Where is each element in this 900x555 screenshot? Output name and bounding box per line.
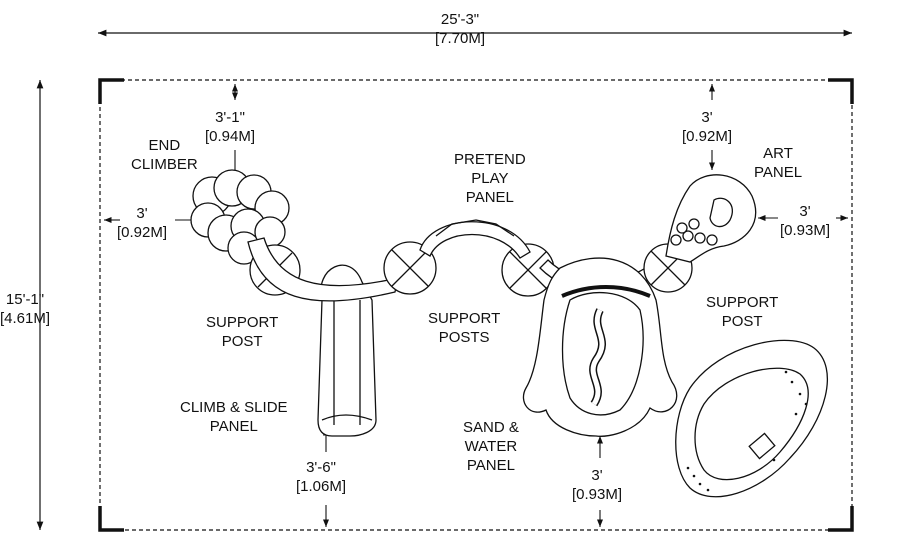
art-panel-right-clearance-label: 3' [0.93M] xyxy=(780,203,831,239)
climb-slide-component xyxy=(317,264,377,437)
pretend-play-panel xyxy=(419,221,531,259)
art-panel-label: ART PANEL xyxy=(754,145,803,181)
end-climber-component xyxy=(190,169,290,265)
support-posts-middle-label: SUPPORT POSTS xyxy=(428,310,501,346)
sand-table-component xyxy=(675,339,828,498)
sand-panel-bottom-clearance-label: 3' [0.93M] xyxy=(572,467,623,503)
overall-depth-label: 15'-1" [4.61M] xyxy=(0,291,51,327)
slide-bottom-clearance-label: 3'-6" [1.06M] xyxy=(296,459,347,495)
climb-slide-panel-label: CLIMB & SLIDE PANEL xyxy=(180,399,288,435)
art-panel-component xyxy=(665,174,757,263)
sand-water-panel-component xyxy=(522,257,678,437)
art-panel-top-clearance-label: 3' [0.92M] xyxy=(682,109,733,145)
overall-width-label: 25'-3" [7.70M] xyxy=(435,11,486,47)
end-climber-top-clearance-label: 3'-1" [0.94M] xyxy=(205,109,256,145)
support-post-left-label: SUPPORT POST xyxy=(206,314,279,350)
pretend-play-panel-label: PRETEND PLAY PANEL xyxy=(454,151,526,206)
end-climber-left-clearance-label: 3' [0.92M] xyxy=(117,205,168,241)
use-zone-boundary xyxy=(99,79,853,531)
corner-brackets xyxy=(98,78,854,532)
end-climber-label: END CLIMBER xyxy=(131,137,198,173)
support-post-middle-left xyxy=(383,241,437,295)
sand-texture xyxy=(686,370,808,492)
sand-water-panel-label: SAND & WATER PANEL xyxy=(463,419,519,474)
support-post-right-label: SUPPORT POST xyxy=(706,294,779,330)
